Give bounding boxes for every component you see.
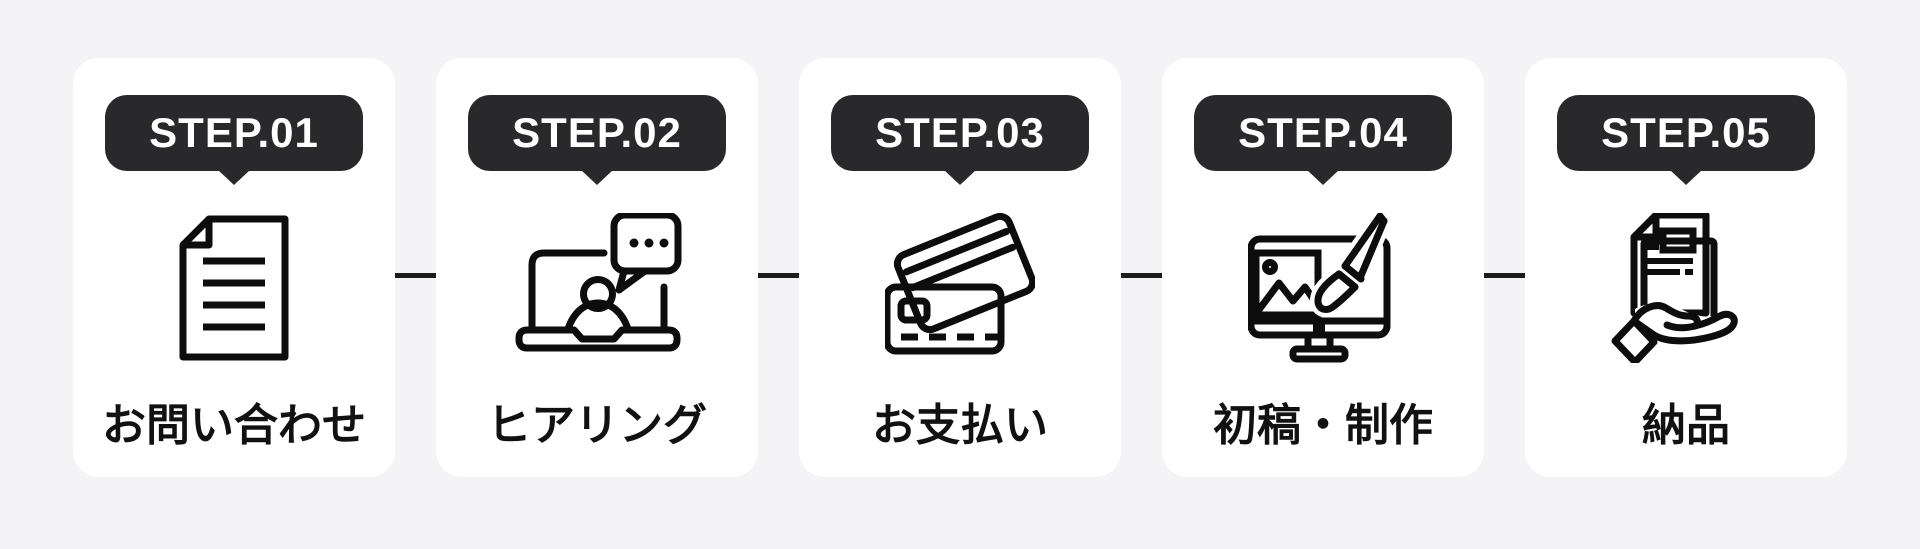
connector-line-2	[758, 273, 799, 278]
step-badge-5: STEP.05	[1557, 95, 1815, 171]
step-card-3: STEP.03 お支払い	[799, 58, 1121, 477]
badge-pointer	[1307, 170, 1339, 185]
badge-pointer	[1670, 170, 1702, 185]
step-label: お問い合わせ	[102, 401, 366, 450]
step-badge-label: STEP.03	[875, 109, 1045, 156]
step-icon-box	[436, 213, 758, 363]
step-badge-2: STEP.02	[468, 95, 726, 171]
step-badge-3: STEP.03	[831, 95, 1089, 171]
step-icon-box	[1162, 213, 1484, 363]
connector-line-3	[1121, 273, 1162, 278]
connector-line-4	[1484, 273, 1525, 278]
step-icon-box	[1525, 213, 1847, 363]
step-card-4: STEP.04	[1162, 58, 1484, 477]
step-badge-label: STEP.04	[1238, 109, 1408, 156]
step-label: ヒアリング	[487, 401, 707, 450]
credit-cards-icon	[885, 213, 1035, 355]
step-badge-4: STEP.04	[1194, 95, 1452, 171]
step-label: 初稿・制作	[1213, 401, 1433, 450]
step-badge-1: STEP.01	[105, 95, 363, 171]
badge-pointer	[581, 170, 613, 185]
hand-holding-documents-icon	[1611, 213, 1738, 363]
step-icon-box	[73, 213, 395, 363]
step-card-5: STEP.05 納品	[1525, 58, 1847, 477]
step-label: お支払い	[872, 401, 1048, 450]
step-card-1: STEP.01 お問い合わせ	[73, 58, 395, 477]
step-icon-box	[799, 213, 1121, 363]
document-icon	[179, 215, 289, 361]
badge-pointer	[944, 170, 976, 185]
badge-pointer	[218, 170, 250, 185]
step-card-2: STEP.02 ヒアリング	[436, 58, 758, 477]
laptop-video-chat-icon	[515, 213, 682, 352]
step-badge-label: STEP.05	[1601, 109, 1771, 156]
step-label: 納品	[1642, 401, 1730, 450]
step-badge-label: STEP.02	[512, 109, 682, 156]
step-badge-label: STEP.01	[149, 109, 319, 156]
monitor-paintbrush-icon	[1248, 213, 1392, 363]
connector-line-1	[395, 273, 436, 278]
